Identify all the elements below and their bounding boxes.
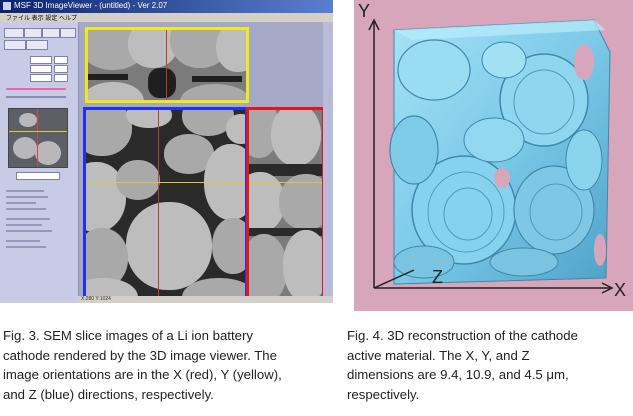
panel-slider — [6, 96, 66, 98]
panel-tab — [42, 28, 60, 38]
panel-text-line — [6, 246, 46, 248]
viewer-window-title: MSF 3D ImageViewer - (untitled) - Ver 2.… — [14, 1, 168, 10]
viewer-title-bar: MSF 3D ImageViewer - (untitled) - Ver 2.… — [0, 0, 333, 13]
panel-field — [54, 74, 68, 82]
figure3-caption-line: Fig. 3. SEM slice images of a Li ion bat… — [3, 328, 253, 343]
panel-text-line — [6, 202, 36, 204]
panel-tab — [4, 28, 24, 38]
x-axis-arrow — [601, 282, 614, 294]
viewer-control-panel — [0, 22, 79, 303]
z-axis-label: Z — [432, 267, 443, 287]
panel-text-line — [6, 218, 50, 220]
y-axis-label: Y — [358, 1, 371, 21]
panel-field — [54, 56, 68, 64]
fig3-viewer-screenshot: MSF 3D ImageViewer - (untitled) - Ver 2.… — [0, 0, 333, 303]
figure3-caption-line: image orientations are in the X (red), Y… — [3, 367, 282, 382]
axes — [368, 18, 614, 294]
figure4-caption-line: respectively. — [347, 386, 420, 402]
panel-field — [30, 74, 52, 82]
slice-pane-z — [83, 107, 248, 300]
figure3-caption-line: cathode rendered by the 3D image viewer.… — [3, 347, 277, 363]
panel-tab — [26, 40, 48, 50]
slice-pane-x — [246, 107, 325, 300]
panel-text-line — [6, 240, 40, 242]
panel-field — [16, 172, 60, 180]
panel-tab — [60, 28, 76, 38]
panel-text-line — [6, 224, 42, 226]
figure4-caption-line: dimensions are 9.4, 10.9, and 4.5 μm, — [347, 367, 569, 382]
z-axis-line — [373, 269, 415, 289]
panel-text-line — [6, 190, 44, 192]
panel-field — [30, 65, 52, 73]
figure4-caption-line: active material. The X, Y, and Z — [347, 347, 530, 363]
app-icon — [3, 2, 11, 10]
y-axis-arrow — [368, 18, 380, 31]
figure3-caption: Fig. 3. SEM slice images of a Li ion bat… — [3, 326, 338, 404]
figure4-caption: Fig. 4. 3D reconstruction of the cathode… — [347, 326, 633, 404]
figure4-caption-line: Fig. 4. 3D reconstruction of the cathode — [347, 328, 578, 343]
viewer-menu-bar: ファイル 表示 設定 ヘルプ — [0, 13, 333, 22]
slice-pane-y — [85, 27, 249, 103]
panel-slider — [6, 88, 66, 90]
panel-tab — [24, 28, 42, 38]
viewer-status-bar: X:280 Y:1024 — [78, 296, 333, 303]
viewer-scroll-strip — [323, 22, 333, 296]
cathode-volume — [389, 19, 611, 285]
fig4-3d-reconstruction: Y X Z — [354, 0, 633, 311]
figure3-caption-line: and Z (blue) directions, respectively. — [3, 386, 214, 402]
x-axis-label: X — [614, 280, 627, 300]
viewer-menu-text: ファイル 表示 設定 ヘルプ — [6, 16, 78, 22]
panel-field — [54, 65, 68, 73]
panel-text-line — [6, 230, 52, 232]
reconstruction-render — [368, 18, 614, 294]
panel-text-line — [6, 196, 48, 198]
panel-text-line — [6, 208, 46, 210]
panel-tab — [4, 40, 26, 50]
viewer-status-text: X:280 Y:1024 — [81, 296, 111, 302]
slice-thumbnail — [8, 108, 68, 168]
panel-field — [30, 56, 52, 64]
